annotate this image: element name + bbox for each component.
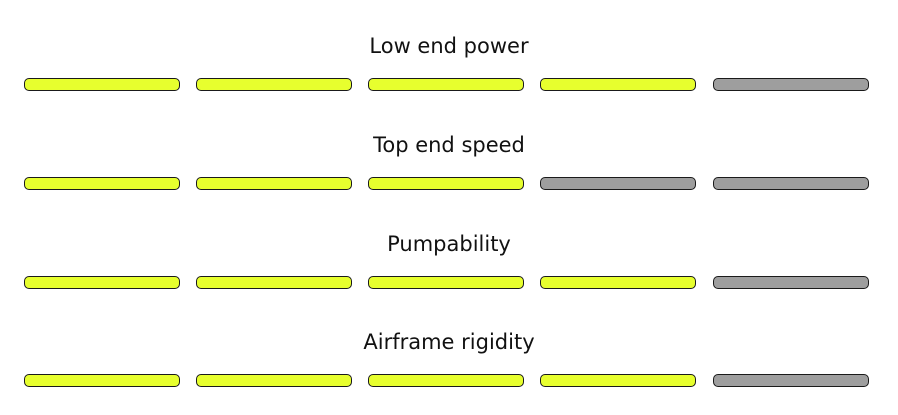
rating-segment-filled	[368, 276, 524, 289]
rating-bar	[24, 78, 872, 94]
rating-segment-filled	[368, 374, 524, 387]
rating-label: Low end power	[369, 34, 529, 58]
rating-bar	[24, 374, 872, 390]
rating-segment-empty	[713, 374, 869, 387]
rating-segment-filled	[24, 276, 180, 289]
rating-segment-filled	[196, 374, 352, 387]
rating-segment-empty	[713, 78, 869, 91]
rating-segment-empty	[713, 177, 869, 190]
rating-segment-filled	[540, 78, 696, 91]
rating-segment-filled	[540, 374, 696, 387]
rating-segment-filled	[196, 276, 352, 289]
rating-segment-empty	[540, 177, 696, 190]
rating-bar	[24, 177, 872, 193]
rating-segment-filled	[24, 374, 180, 387]
rating-segment-empty	[713, 276, 869, 289]
rating-bar	[24, 276, 872, 292]
rating-segment-filled	[368, 177, 524, 190]
rating-label: Top end speed	[373, 133, 525, 157]
rating-segment-filled	[24, 78, 180, 91]
rating-segment-filled	[196, 177, 352, 190]
rating-segment-filled	[24, 177, 180, 190]
rating-segment-filled	[196, 78, 352, 91]
rating-segment-filled	[368, 78, 524, 91]
rating-label: Airframe rigidity	[363, 330, 535, 354]
rating-segment-filled	[540, 276, 696, 289]
rating-label: Pumpability	[387, 232, 511, 256]
